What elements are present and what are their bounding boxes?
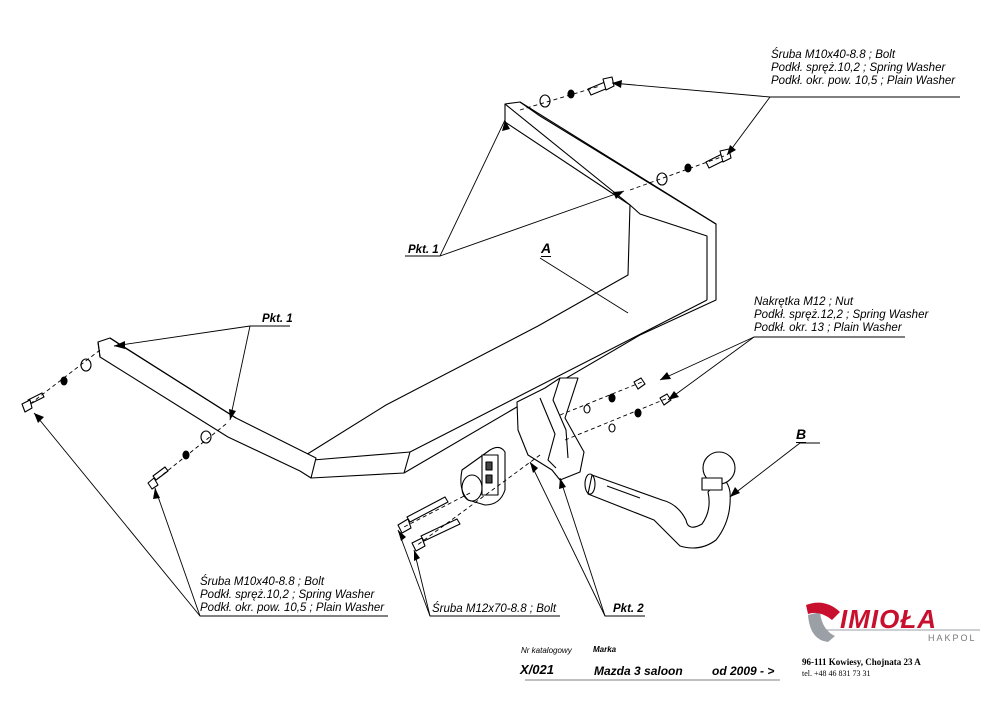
pkt1-label-top: Pkt. 1 xyxy=(408,244,439,256)
pkt1-label-left: Pkt. 1 xyxy=(262,313,293,325)
left-mounting-arm xyxy=(97,337,317,479)
label-line: Podkł. spręż.10,2 ; Spring Washer xyxy=(200,589,375,601)
top-bolt-set-2 xyxy=(656,148,732,186)
part-b-label: B xyxy=(796,426,807,443)
arrowheads xyxy=(34,80,740,561)
bottom-left-bolt-label: Śruba M10x40-8.8 ; Bolt Podkł. spręż.10,… xyxy=(200,576,384,615)
pkt2-label: Pkt. 2 xyxy=(613,603,644,615)
right-nut-sets xyxy=(583,377,672,433)
label-line: Nakrętka M12 ; Nut xyxy=(754,296,854,308)
label-line: Podkł. okr. 13 ; Plain Washer xyxy=(754,322,902,334)
ball-neck xyxy=(584,451,736,549)
label-line: Podkł. spręż.10,2 ; Spring Washer xyxy=(771,62,946,74)
company-phone: tel. +48 46 831 73 31 xyxy=(802,669,871,678)
label-line: Śruba M10x40-8.8 ; Bolt xyxy=(200,576,325,588)
crossbar-beam xyxy=(300,101,717,479)
ball-mount-bracket xyxy=(516,377,585,481)
part-a-label: A xyxy=(541,240,552,257)
label-line: Śruba M10x40-8.8 ; Bolt xyxy=(771,49,896,61)
brand-caption: Marka xyxy=(593,645,617,654)
imiola-logo-mark xyxy=(806,602,980,642)
company-logo-subtext: HAKPOL xyxy=(928,633,977,643)
company-logo-text: IMIOŁA xyxy=(840,604,937,634)
leader-lines xyxy=(33,82,960,617)
catalog-number-caption: Nr katalogowy xyxy=(521,646,572,655)
label-line: Podkł. spręż.12,2 ; Spring Washer xyxy=(754,309,929,321)
left-bolt-set-2 xyxy=(147,430,212,490)
socket-plate xyxy=(460,446,506,506)
model-year: od 2009 - > xyxy=(712,664,775,678)
company-address: 96-111 Kowiesy, Chojnata 23 A xyxy=(802,657,921,667)
top-right-bolt-label: Śruba M10x40-8.8 ; Bolt Podkł. spręż.10,… xyxy=(771,49,955,88)
catalog-code: X/021 xyxy=(520,662,554,677)
assembly-lines xyxy=(29,85,725,547)
left-bolt-set-1 xyxy=(21,358,92,413)
label-line: Podkł. okr. pow. 10,5 ; Plain Washer xyxy=(771,75,956,87)
top-bolt-set-1 xyxy=(539,76,615,108)
car-model: Mazda 3 saloon xyxy=(594,664,683,678)
label-line: Podkł. okr. pow. 10,5 ; Plain Washer xyxy=(200,602,385,614)
m12-bolt-label: Śruba M12x70-8.8 ; Bolt xyxy=(432,603,557,615)
right-nut-label: Nakrętka M12 ; Nut Podkł. spręż.12,2 ; S… xyxy=(754,296,928,335)
m12-bolts xyxy=(397,496,461,552)
